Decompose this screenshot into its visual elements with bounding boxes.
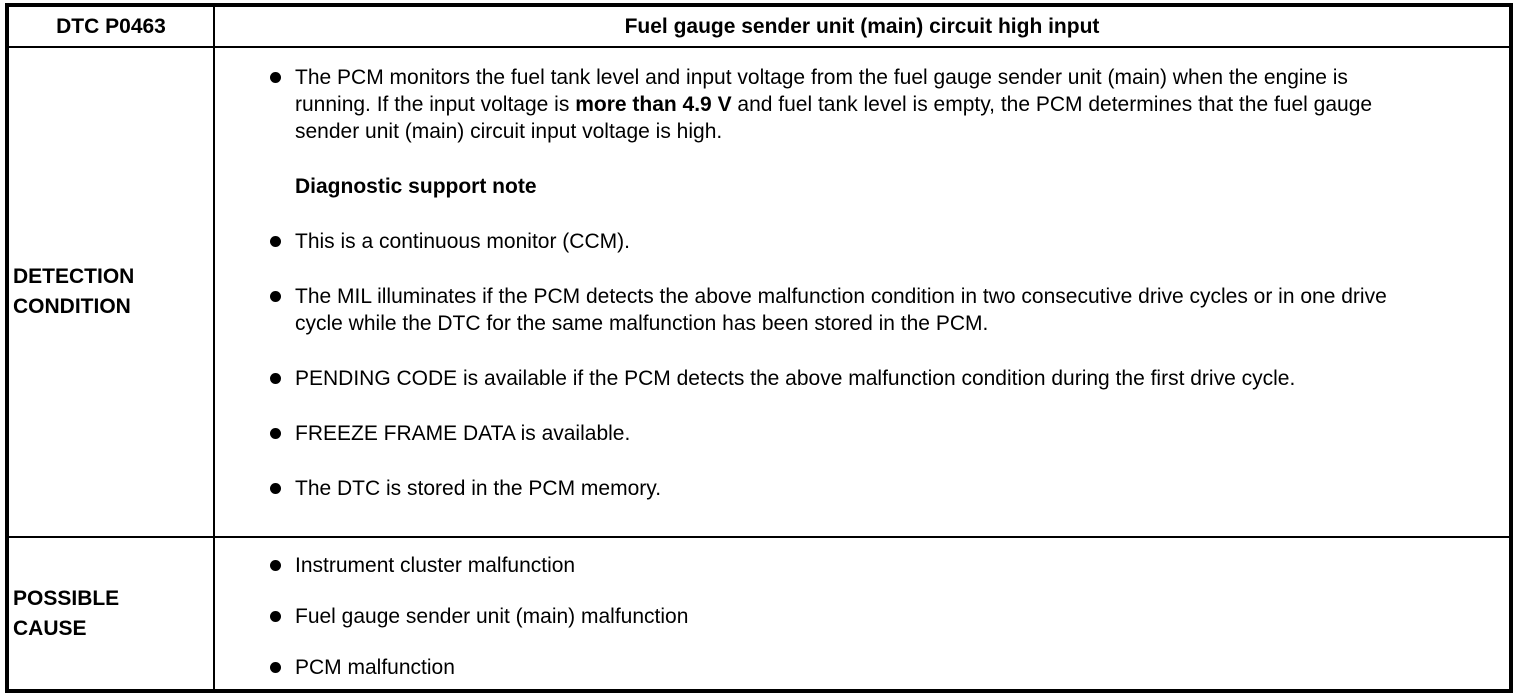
bullet-icon xyxy=(270,428,281,439)
list-item: The DTC is stored in the PCM memory. xyxy=(215,475,1429,502)
list-item: FREEZE FRAME DATA is available. xyxy=(215,420,1429,447)
bullet-icon xyxy=(270,560,281,571)
list-item: The MIL illuminates if the PCM detects t… xyxy=(215,283,1429,337)
detection-condition-content-cell: The PCM monitors the fuel tank level and… xyxy=(215,48,1509,538)
detection-intro-post: and fuel tank level is empty, the PCM de… xyxy=(295,93,1373,143)
detection-bullet-text: The DTC is stored in the PCM memory. xyxy=(295,477,662,500)
possible-cause-content-cell: Instrument cluster malfunction Fuel gaug… xyxy=(215,538,1509,689)
list-item: PCM malfunction xyxy=(215,654,1429,681)
dtc-table: DTC P0463 Fuel gauge sender unit (main) … xyxy=(5,3,1513,693)
possible-cause-label: POSSIBLE CAUSE xyxy=(13,586,120,640)
detection-bullet-list-continued: This is a continuous monitor (CCM). The … xyxy=(215,228,1429,502)
bullet-icon xyxy=(270,662,281,673)
list-item: Fuel gauge sender unit (main) malfunctio… xyxy=(215,603,1429,630)
cause-bullet-text: Fuel gauge sender unit (main) malfunctio… xyxy=(295,605,689,628)
dtc-title: Fuel gauge sender unit (main) circuit hi… xyxy=(624,14,1100,38)
list-item: This is a continuous monitor (CCM). xyxy=(215,228,1429,255)
detection-bullet-text: The MIL illuminates if the PCM detects t… xyxy=(295,285,1387,335)
cause-bullet-text: PCM malfunction xyxy=(295,656,455,679)
diagnostic-support-note-heading: Diagnostic support note xyxy=(295,175,537,198)
list-item: The PCM monitors the fuel tank level and… xyxy=(215,64,1429,145)
detection-intro-bold: more than 4.9 V xyxy=(575,93,732,116)
dtc-title-cell: Fuel gauge sender unit (main) circuit hi… xyxy=(215,7,1509,48)
cause-bullet-list: Instrument cluster malfunction Fuel gaug… xyxy=(215,552,1429,681)
list-item: Instrument cluster malfunction xyxy=(215,552,1429,579)
detection-bullet-text: PENDING CODE is available if the PCM det… xyxy=(295,367,1296,390)
bullet-icon xyxy=(270,72,281,83)
bullet-icon xyxy=(270,483,281,494)
bullet-icon xyxy=(270,373,281,384)
detection-bullet-list: The PCM monitors the fuel tank level and… xyxy=(215,64,1429,145)
dtc-code: DTC P0463 xyxy=(56,14,166,38)
detection-intro-pre: The PCM monitors the fuel tank level and… xyxy=(295,66,1348,116)
list-item: PENDING CODE is available if the PCM det… xyxy=(215,365,1429,392)
detection-condition-label-cell: DETECTION CONDITION xyxy=(9,48,215,538)
cause-bullet-text: Instrument cluster malfunction xyxy=(295,554,576,577)
bullet-icon xyxy=(270,236,281,247)
detection-condition-label: DETECTION CONDITION xyxy=(13,265,135,318)
possible-cause-label-cell: POSSIBLE CAUSE xyxy=(9,538,215,689)
detection-bullet-text: FREEZE FRAME DATA is available. xyxy=(295,422,631,445)
dtc-code-cell: DTC P0463 xyxy=(9,7,215,48)
bullet-icon xyxy=(270,611,281,622)
detection-bullet-text: This is a continuous monitor (CCM). xyxy=(295,230,630,253)
bullet-icon xyxy=(270,291,281,302)
